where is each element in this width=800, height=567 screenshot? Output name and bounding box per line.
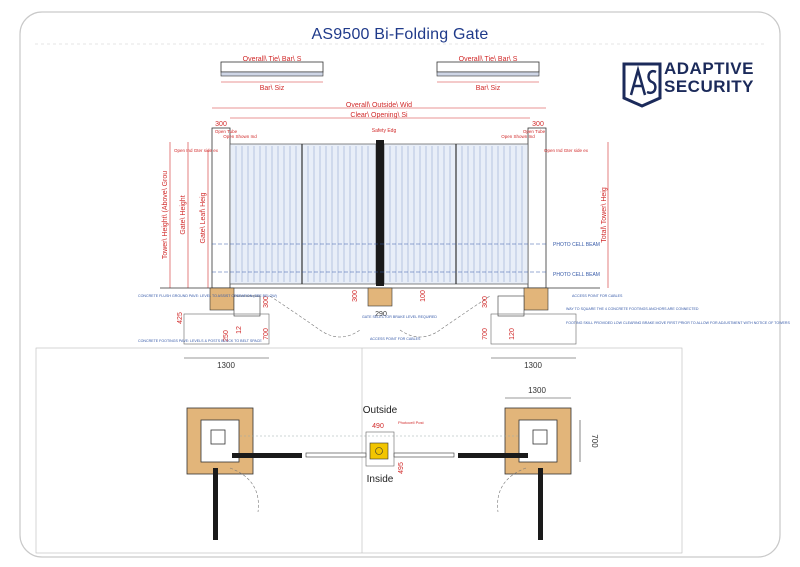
dim-300-right: 300 [532,121,544,128]
plan-open-leaf-left [213,468,218,540]
plan-photocell-label: Photocell Post [398,420,424,425]
footing-left-outline [183,313,270,345]
foot-dim-300-right: 300 [482,296,489,308]
safety-edge-label: Safety Edg [372,128,397,134]
note-right-3: FOOTING SKILL PROVIDED LOW CLEARING BRAK… [566,321,791,325]
note-left-2: CONCRETE FOOTINGS PAVE: LEVELS & POSTS B… [138,339,262,343]
plan-swing-arc-right [497,467,527,513]
footing-right-inner [497,295,525,317]
tie-bar-left-label: Overall\ Tie\ Bar\ S [243,56,302,63]
tie-bar-right [436,61,540,83]
foot-dim-300-center: 300 [352,290,359,302]
footing-left-inner [233,295,261,317]
overall-width-label: Overall\ Outside\ Wid [346,102,412,109]
plan-motor-left [210,429,226,445]
plan-dim-490: 490 [372,423,384,430]
open-shown-left: Open Shown Ind [223,134,257,139]
width-1300-right: 1300 [524,361,542,370]
footing-left [209,287,235,311]
open-ind-right: Open Ind Gter side ex [544,148,589,153]
plan-leaf-right-inner [393,452,455,458]
plan-dim-495: 495 [398,462,405,474]
drawing-title: AS9500 Bi-Folding Gate [311,26,489,43]
open-shown-right: Open Shown Ind [501,134,535,139]
tie-bar-right-size: Bar\ Siz [476,85,501,92]
foot-dim-425: 425 [177,312,184,324]
plan-open-leaf-right [538,468,543,540]
note-center-2: ACCESS POINT FOR CABLES [370,337,421,341]
plan-swing-arc-left [229,467,259,513]
plan-view-frame [35,347,683,554]
as-monogram-icon [622,62,662,108]
foot-dim-12: 12 [236,326,243,334]
foot-dim-250: 250 [223,330,230,342]
footing-right-outline [490,313,577,345]
footing-center [367,287,393,307]
sheet-border [19,11,781,558]
plan-leaf-left-outer [232,453,302,458]
plan-center-pivot [375,447,383,455]
tie-bar-left-size: Bar\ Siz [260,85,285,92]
foot-dim-700-left: 700 [263,328,270,340]
open-ind-left: Open Ind Gter side ex [174,148,219,153]
tie-bar-left [220,61,324,83]
width-1300-left: 1300 [217,361,235,370]
foot-dim-700-right: 700 [482,328,489,340]
note-center-1: GATE SELECTOR BRAKE LEVEL REQUIRED [362,315,437,319]
gate-leaf-height-label: Gate\ Leaf\ Heig [200,192,207,243]
logo-line-2: SECURITY [664,77,754,96]
photo-cell-label-1: PHOTO CELL BEAM [553,242,600,248]
foot-dim-100: 100 [420,290,427,302]
gate-height-label: Gate\ Height [180,195,187,234]
plan-center-footing [365,431,395,467]
dim-300-left: 300 [215,121,227,128]
plan-leaf-left-inner [305,452,367,458]
tie-bar-right-label: Overall\ Tie\ Bar\ S [459,56,518,63]
photo-cell-label-2: PHOTO CELL BEAM [553,272,600,278]
plan-dim-1300: 1300 [528,386,546,395]
note-left-1: CONCRETE FLUSH GROUND PAVE: LEVEL TO ASS… [138,294,277,298]
plan-motor-yellow [369,442,389,460]
foot-dim-120: 120 [509,328,516,340]
foot-dim-300-left: 300 [263,296,270,308]
footing-right [523,287,549,311]
cable-trench [269,295,491,338]
gate-leaves [229,143,529,285]
company-logo-text: ADAPTIVE SECURITY [664,60,774,96]
note-right-1: ACCESS POINT FOR CABLES [572,294,623,298]
open-tube-left: Open Tube [215,129,238,134]
plan-dim-700: 700 [590,434,599,448]
plan-outside-label: Outside [363,405,398,416]
center-post [376,140,384,286]
open-tube-right: Open Tube [523,129,546,134]
tower-height-label: Tower\ Height\ (Above\ Grou [162,171,169,259]
logo-line-1: ADAPTIVE [664,59,754,78]
plan-motor-right [532,429,548,445]
plan-inside-label: Inside [367,474,394,485]
note-right-2: WAY TO SQUARE THE 4 CONCRETE FOOTINGS AN… [566,307,699,311]
plan-leaf-right-outer [458,453,528,458]
total-tower-height-label: Total\ Tower\ Heig [601,187,608,243]
clear-opening-label: Clear\ Opening\ Si [350,112,408,119]
foot-dim-290: 290 [375,311,387,318]
